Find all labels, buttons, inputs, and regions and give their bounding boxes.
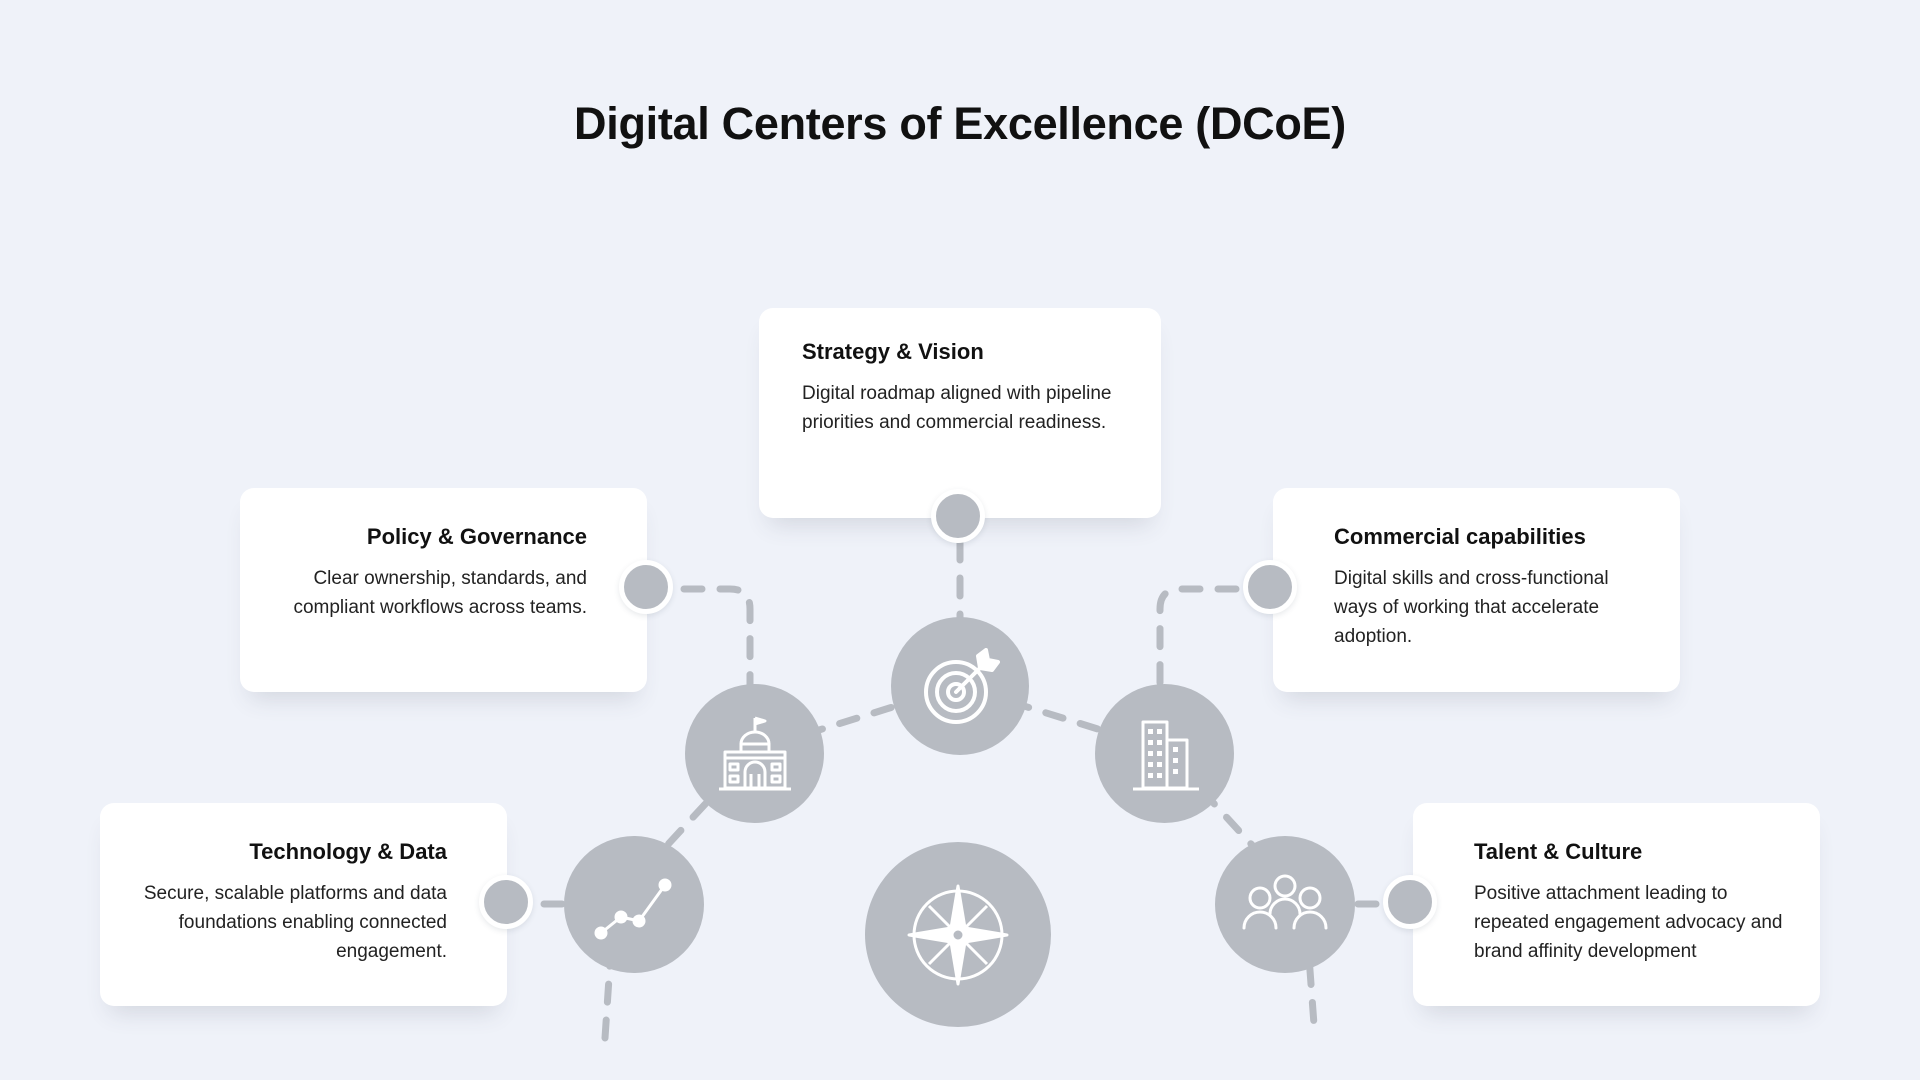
card-title: Talent & Culture [1474, 839, 1643, 864]
technology-node [564, 836, 704, 973]
technology-connector-dot [479, 875, 533, 929]
technology-data-card: Technology & Data Secure, scalable platf… [100, 803, 507, 1006]
people-group-icon [1242, 874, 1328, 929]
card-description: Clear ownership, standards, and complian… [293, 568, 587, 618]
card-description: Digital roadmap aligned with pipeline pr… [802, 383, 1112, 433]
talent-culture-card: Talent & Culture Positive attachment lea… [1413, 803, 1820, 1006]
strategy-node [891, 617, 1029, 755]
commercial-capabilities-card: Commercial capabilities Digital skills a… [1273, 488, 1680, 692]
card-title: Commercial capabilities [1334, 524, 1586, 549]
card-title: Policy & Governance [366, 524, 587, 549]
talent-node [1215, 836, 1355, 973]
talent-connector-dot [1383, 875, 1437, 929]
policy-connector-dot [619, 560, 673, 614]
office-building-icon [1132, 720, 1199, 790]
line-chart-icon [594, 878, 672, 939]
page-title: Digital Centers of Excellence (DCoE) [574, 98, 1346, 149]
strategy-vision-card: Strategy & Vision Digital roadmap aligne… [759, 308, 1161, 518]
policy-governance-card: Policy & Governance Clear ownership, sta… [240, 488, 647, 692]
policy-connector [644, 585, 754, 690]
strategy-connector-dot [931, 489, 985, 543]
commercial-connector-dot [1243, 560, 1297, 614]
policy-node [685, 684, 824, 823]
target-arrow-icon [924, 648, 1000, 724]
card-description: Digital skills and cross-functional ways… [1334, 568, 1609, 647]
commercial-connector [1156, 585, 1276, 690]
card-title: Strategy & Vision [802, 339, 984, 364]
compass-icon [907, 884, 1009, 985]
card-description: Secure, scalable platforms and data foun… [143, 883, 447, 962]
center-node [865, 842, 1051, 1027]
card-title: Technology & Data [249, 839, 447, 864]
card-description: Positive attachment leading to repeated … [1474, 883, 1783, 962]
commercial-node [1095, 684, 1234, 823]
government-building-icon [718, 716, 791, 790]
